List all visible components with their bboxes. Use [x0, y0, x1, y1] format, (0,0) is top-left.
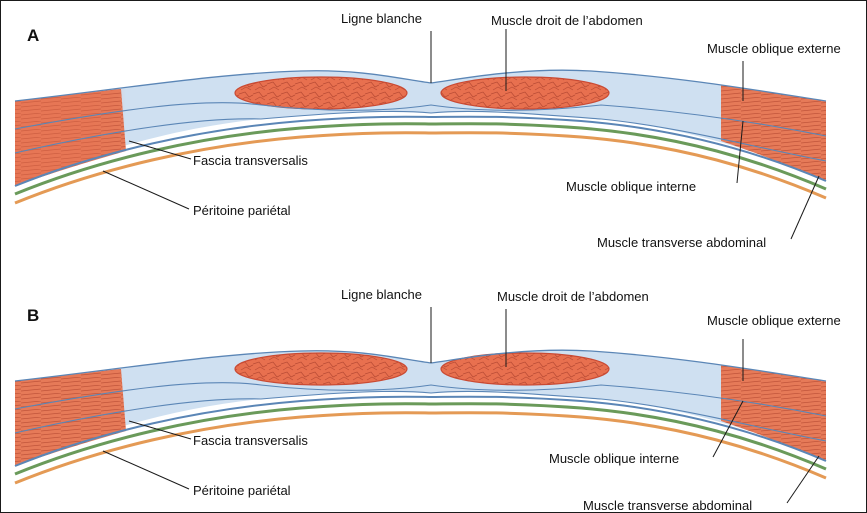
label-linea-alba: Ligne blanche — [341, 11, 422, 26]
label-external-oblique: Muscle oblique externe — [707, 313, 841, 328]
label-parietal-peritoneum: Péritoine pariétal — [193, 203, 291, 218]
label-rectus: Muscle droit de l’abdomen — [491, 13, 643, 28]
label-transversalis-fascia: Fascia transversalis — [193, 153, 308, 168]
panel-b: B Ligne blanche Muscle droit de l’abdome… — [15, 287, 841, 512]
rectus-muscle-left — [235, 353, 407, 385]
panel-letter: A — [27, 26, 39, 45]
panel-a: A Ligne blanche Muscle droit de l’abdome… — [15, 11, 841, 250]
label-internal-oblique: Muscle oblique interne — [566, 179, 696, 194]
label-transversus: Muscle transverse abdominal — [597, 235, 766, 250]
label-transversus: Muscle transverse abdominal — [583, 498, 752, 512]
aponeurosis-sheath — [15, 350, 826, 466]
label-parietal-peritoneum: Péritoine pariétal — [193, 483, 291, 498]
rectus-muscle-right — [441, 77, 609, 109]
panel-letter: B — [27, 306, 39, 325]
label-rectus: Muscle droit de l’abdomen — [497, 289, 649, 304]
rectus-muscle-left — [235, 77, 407, 109]
label-transversalis-fascia: Fascia transversalis — [193, 433, 308, 448]
label-linea-alba: Ligne blanche — [341, 287, 422, 302]
label-external-oblique: Muscle oblique externe — [707, 41, 841, 56]
aponeurosis-sheath — [15, 70, 826, 186]
label-internal-oblique: Muscle oblique interne — [549, 451, 679, 466]
